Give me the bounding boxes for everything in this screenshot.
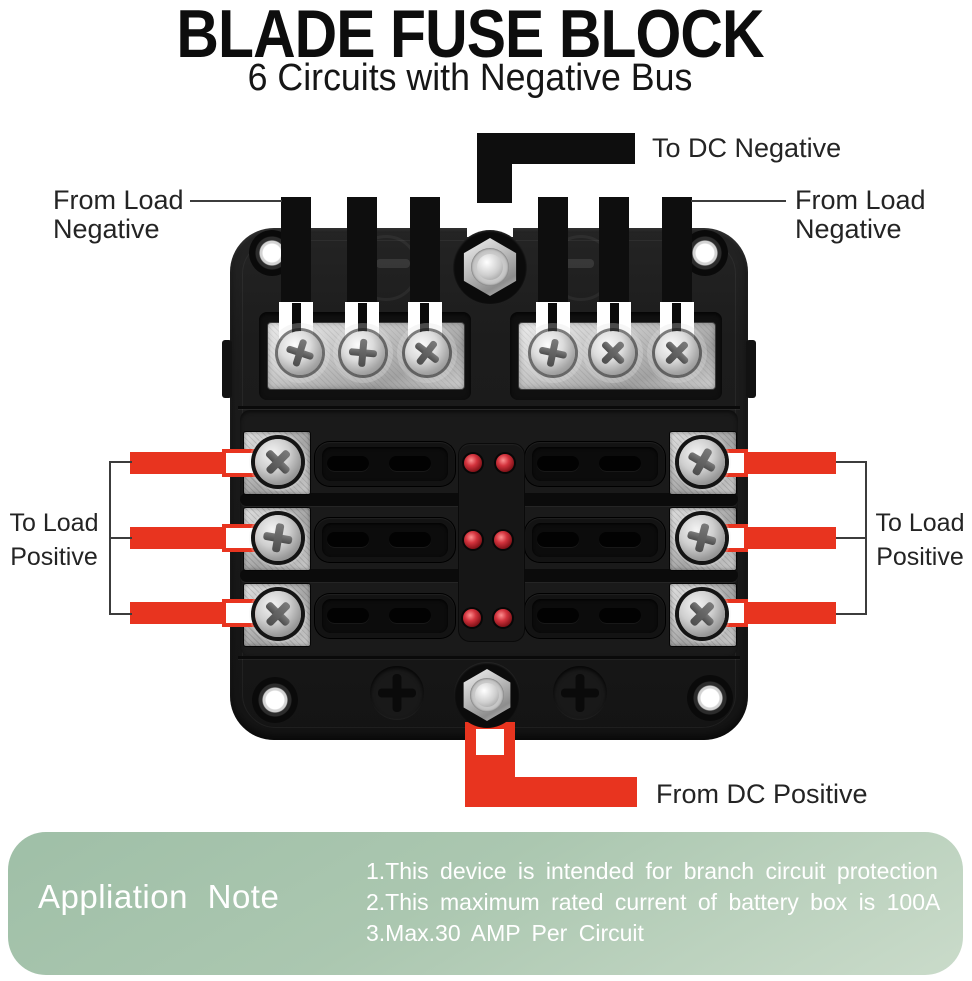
fuse-blade-opening (599, 532, 641, 547)
fuse-slot (315, 442, 455, 486)
cross-emboss-icon (553, 666, 607, 720)
fuse-slot (525, 594, 665, 638)
cover-ledge (238, 656, 740, 659)
led-indicator-icon (494, 609, 512, 627)
fuse-blade-opening (327, 532, 369, 547)
label-from-load-negative-right: From Load Negative (795, 186, 926, 244)
callout-line (836, 461, 866, 463)
fuse-blade-opening (537, 532, 579, 547)
label-line: Negative (795, 214, 902, 244)
label-line: Positive (876, 543, 964, 571)
bus-screw-icon (591, 331, 635, 375)
fuse-blade-opening (537, 456, 579, 471)
fuse-blade-opening (389, 456, 431, 471)
label-line: From Load (795, 185, 926, 215)
fuse-blade-opening (599, 608, 641, 623)
note-items: 1.This device is intended for branch cir… (366, 856, 940, 949)
cross-emboss-icon (370, 666, 424, 720)
negative-wire (347, 197, 377, 303)
stud-post-icon (477, 254, 503, 280)
negative-wire (410, 197, 440, 303)
terminal-screw-icon (679, 591, 725, 637)
label-line: Negative (53, 214, 160, 244)
side-tab (746, 340, 756, 398)
led-indicator-icon (494, 531, 512, 549)
callout-line (109, 537, 132, 539)
callout-line (691, 200, 786, 202)
positive-wire (744, 527, 836, 549)
label-from-dc-positive: From DC Positive (656, 779, 868, 809)
positive-wire (130, 602, 226, 624)
led-indicator-icon (464, 454, 482, 472)
negative-wire (538, 197, 568, 303)
fuse-slot (525, 518, 665, 562)
bus-screw-icon (405, 331, 449, 375)
terminal-screw-icon (255, 439, 301, 485)
fuse-slot (315, 518, 455, 562)
fuse-blade-opening (327, 608, 369, 623)
note-item: 3.Max.30 AMP Per Circuit (366, 920, 644, 946)
callout-bracket (865, 461, 867, 615)
page-subtitle: 6 Circuits with Negative Bus (247, 57, 693, 99)
terminal-screw-icon (679, 515, 725, 561)
positive-wire (130, 527, 226, 549)
negative-wire (662, 197, 692, 303)
fuse-blade-opening (537, 608, 579, 623)
negative-wire (281, 197, 311, 303)
bus-screw-icon (655, 331, 699, 375)
terminal-screw-icon (255, 515, 301, 561)
positive-wire (130, 452, 226, 474)
label-line: To Load (9, 509, 99, 537)
fuse-blade-opening (599, 456, 641, 471)
fuse-blade-opening (327, 456, 369, 471)
wire-lead (548, 303, 557, 352)
callout-line (109, 613, 132, 615)
callout-line (836, 537, 866, 539)
side-tab (222, 340, 232, 398)
mounting-hole-icon (687, 675, 733, 721)
label-to-load-positive-right: To Load Positive (868, 506, 972, 574)
label-from-load-negative-left: From Load Negative (53, 186, 184, 244)
cover-ledge (238, 406, 740, 409)
fuse-blade-opening (389, 532, 431, 547)
bus-screw-icon (278, 331, 322, 375)
note-item: 2.This maximum rated current of battery … (366, 889, 941, 915)
note-title: Appliation Note (38, 878, 280, 915)
cover-relief-slot (560, 259, 594, 268)
terminal-screw-icon (255, 591, 301, 637)
led-indicator-icon (464, 531, 482, 549)
fuse-slot (525, 442, 665, 486)
stud-post-icon (475, 683, 499, 707)
label-line: From Load (53, 185, 184, 215)
mounting-hole-icon (252, 677, 298, 723)
callout-line (836, 613, 866, 615)
fuse-blade-opening (389, 608, 431, 623)
label-to-load-positive-left: To Load Positive (0, 506, 108, 574)
bus-screw-icon (341, 331, 385, 375)
callout-line (190, 200, 282, 202)
positive-wire (744, 602, 836, 624)
dc-positive-wire (465, 777, 637, 807)
application-note-box: Appliation Note 1.This device is intende… (8, 832, 963, 975)
label-line: Positive (10, 543, 98, 571)
negative-wire (599, 197, 629, 303)
dc-negative-wire (477, 133, 512, 203)
label-line: To Load (875, 509, 965, 537)
led-indicator-icon (463, 609, 481, 627)
page-title: BLADE FUSE BLOCK (176, 0, 764, 73)
wire-lead (358, 303, 367, 352)
led-indicator-icon (496, 454, 514, 472)
cover-relief-slot (376, 259, 410, 268)
dc-positive-ferrule (471, 724, 509, 760)
callout-line (109, 461, 132, 463)
fuse-slot (315, 594, 455, 638)
terminal-screw-icon (679, 439, 725, 485)
positive-wire (744, 452, 836, 474)
wire-lead (292, 303, 301, 352)
bus-screw-icon (531, 331, 575, 375)
note-item: 1.This device is intended for branch cir… (366, 858, 938, 884)
label-to-dc-negative: To DC Negative (652, 133, 842, 163)
